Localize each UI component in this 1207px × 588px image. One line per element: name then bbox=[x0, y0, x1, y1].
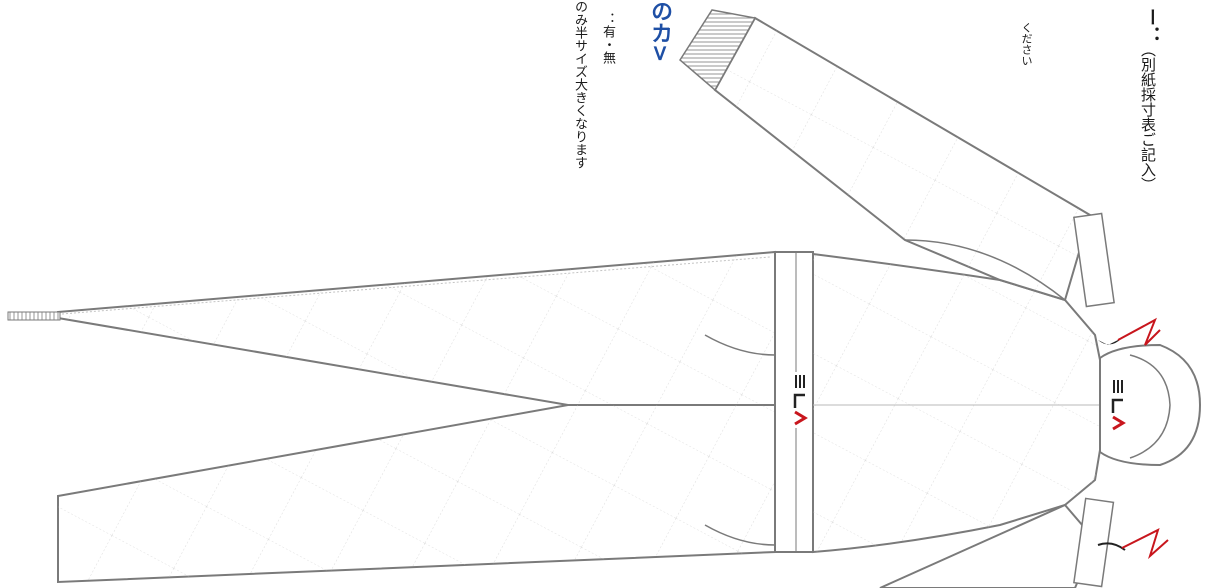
option-line: ：有・無 bbox=[600, 12, 615, 64]
instruction-tail: ください bbox=[1020, 22, 1033, 66]
epaulet-logo-lower bbox=[1097, 528, 1169, 560]
upper-leg bbox=[57, 250, 776, 406]
section-heading: のカ> bbox=[647, 0, 672, 63]
epaulet-logo-upper bbox=[1098, 317, 1161, 346]
size-note: のみ半サイズ大きくなります bbox=[572, 0, 587, 169]
epaulet-lower bbox=[1073, 497, 1115, 588]
torso bbox=[812, 252, 1111, 554]
lower-leg bbox=[57, 404, 776, 584]
belt-logo bbox=[793, 372, 808, 428]
measure-label-marker: ー： bbox=[1141, 8, 1162, 44]
epaulet-upper bbox=[1073, 212, 1115, 308]
upper-leg-ankle-rib bbox=[7, 311, 61, 321]
upper-arm-cuff bbox=[679, 9, 757, 92]
measure-note: （別紙採寸表ご記入） bbox=[1139, 42, 1157, 192]
collar bbox=[1099, 343, 1202, 467]
chest-logo bbox=[1111, 377, 1126, 433]
